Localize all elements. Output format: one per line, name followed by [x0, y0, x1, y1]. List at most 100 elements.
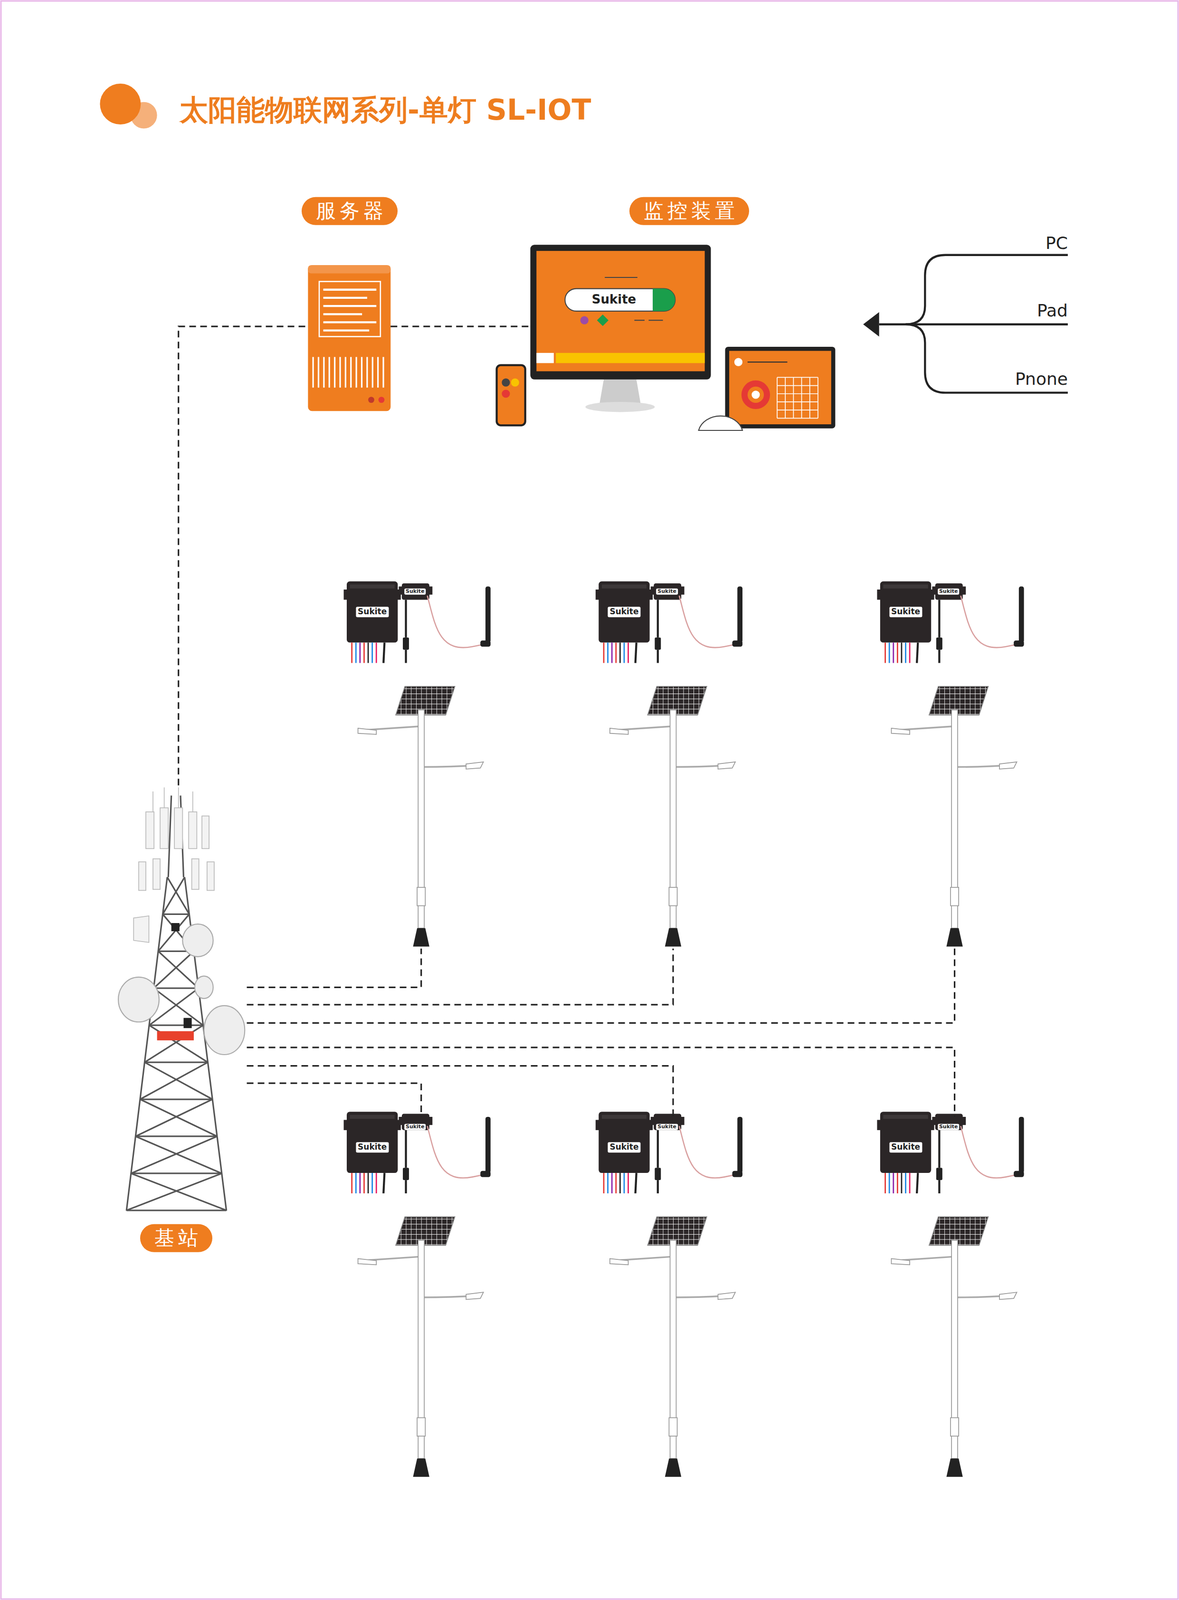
device-label: Pad	[1036, 301, 1068, 321]
art-line	[777, 385, 818, 387]
art-circle	[734, 358, 743, 367]
pill-label: 基站	[140, 1224, 213, 1252]
art-rect	[496, 365, 526, 426]
brand-logo: Sukite	[937, 1123, 960, 1131]
brand-logo: Sukite	[889, 606, 923, 618]
art-g	[313, 356, 384, 388]
art-rect	[555, 352, 705, 363]
lamp-units	[343, 581, 1025, 1477]
art-line	[317, 356, 320, 388]
dashed-link	[247, 1047, 955, 1117]
art-line	[361, 356, 363, 388]
art-g	[777, 377, 818, 419]
art-line	[777, 417, 818, 419]
art-path	[131, 1136, 222, 1174]
art-rect	[138, 861, 146, 891]
art-line	[377, 356, 379, 388]
art-line	[604, 276, 638, 278]
art-line	[809, 377, 811, 419]
art-polygon	[865, 313, 879, 335]
art-circle	[501, 389, 510, 398]
art-rect	[729, 351, 832, 425]
base-station: 基站	[120, 785, 247, 1257]
art-line	[152, 791, 154, 812]
monitor-icon	[530, 244, 711, 412]
art-rect	[597, 314, 609, 326]
art-path	[905, 255, 1068, 325]
art-g	[133, 807, 215, 942]
art-line	[344, 356, 347, 388]
art-circle	[511, 378, 520, 387]
artwork	[99, 83, 1068, 1477]
brand-logo: Sukite	[607, 606, 641, 618]
solar-lamp-unit: SukiteSukite	[874, 1116, 1035, 1479]
art-ellipse	[203, 1005, 245, 1055]
art-path	[140, 1062, 213, 1100]
art-line	[178, 787, 180, 808]
art-line	[323, 288, 377, 291]
art-g	[118, 923, 245, 1055]
art-use	[595, 1111, 743, 1477]
tablet-icon	[698, 346, 836, 431]
art-rect	[201, 816, 210, 849]
art-path	[879, 323, 1068, 326]
art-line	[333, 356, 336, 388]
art-line	[777, 401, 818, 403]
art-line	[817, 377, 819, 419]
phone-icon	[496, 365, 526, 426]
monitor-box: 监控装置Sukite	[530, 244, 711, 380]
art-ellipse	[118, 977, 160, 1022]
server-icon	[307, 265, 391, 411]
art-line	[323, 329, 370, 332]
art-line	[793, 377, 795, 419]
art-rect	[307, 265, 391, 274]
art-rect	[530, 244, 711, 380]
brand-logo: Sukite	[404, 588, 427, 595]
art-use	[343, 1111, 491, 1477]
page-title: 太阳能物联网系列-单灯 SL-IOT	[179, 91, 591, 130]
art-rect	[319, 281, 381, 337]
art-rect	[307, 265, 391, 411]
tower-icon	[118, 787, 245, 1211]
brand-logo: Sukite	[656, 588, 678, 595]
art-line	[339, 356, 341, 388]
brand-logo: Sukite	[889, 1142, 923, 1153]
art-rect	[152, 858, 161, 890]
art-rect	[171, 922, 180, 932]
device-label: Pnone	[1015, 369, 1068, 389]
art-rect	[536, 352, 554, 363]
dashed-link	[178, 326, 309, 786]
dashed-link	[247, 948, 422, 988]
art-line	[382, 356, 384, 388]
dashed-link	[247, 948, 955, 1024]
brand-logo: Sukite	[404, 1123, 427, 1131]
art-line	[648, 319, 663, 321]
art-rect	[191, 858, 200, 890]
art-line	[323, 356, 325, 388]
art-circle	[744, 383, 767, 406]
art-use	[595, 581, 743, 947]
art-line	[312, 356, 314, 388]
art-ellipse	[182, 923, 213, 957]
art-line	[777, 409, 818, 411]
art-line	[777, 377, 818, 379]
art-line	[323, 296, 368, 299]
art-use	[876, 581, 1024, 947]
art-use	[876, 1111, 1024, 1477]
art-rect	[174, 807, 183, 849]
device-label: PC	[1045, 234, 1068, 254]
art-circle	[368, 396, 375, 403]
art-path	[153, 950, 199, 989]
art-rect	[725, 346, 836, 429]
art-rect	[564, 288, 676, 312]
art-circle	[751, 390, 760, 399]
solar-lamp-unit: SukiteSukite	[593, 576, 753, 949]
solar-lamp-unit: SukiteSukite	[341, 576, 501, 949]
art-line	[323, 304, 377, 307]
art-circle	[580, 316, 589, 325]
dashed-link	[247, 1083, 422, 1117]
art-ellipse	[194, 976, 214, 999]
